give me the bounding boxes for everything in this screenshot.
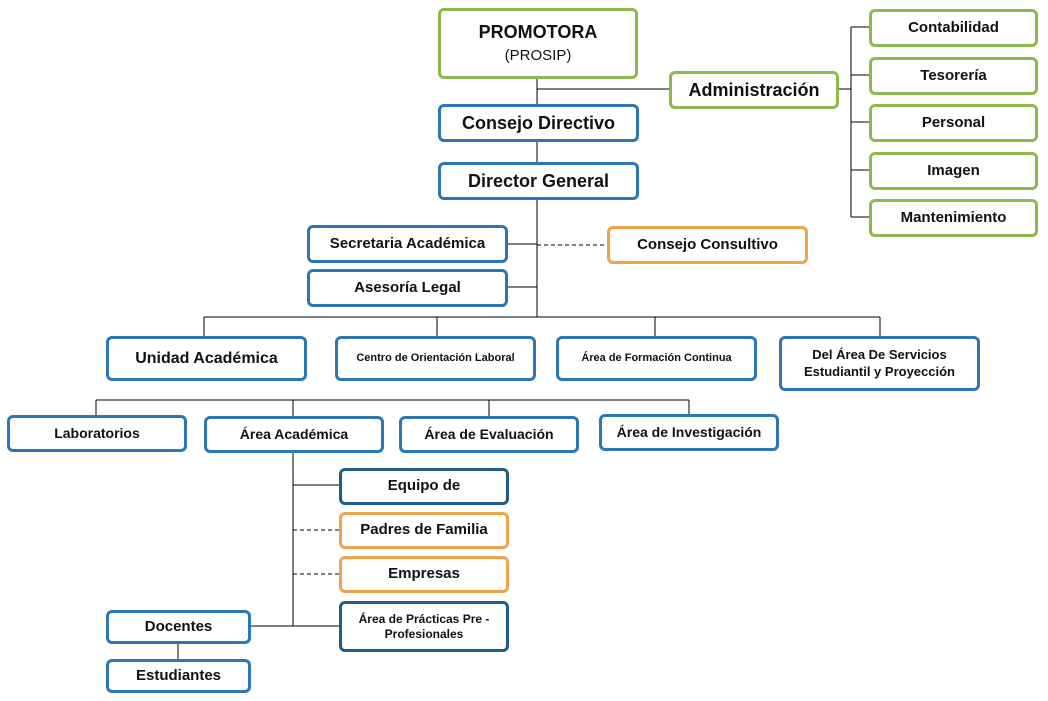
area-formacion-continua-box: Área de Formación Continua xyxy=(556,336,757,381)
consejo-consultivo-box: Consejo Consultivo xyxy=(607,226,808,264)
estudiantes-box: Estudiantes xyxy=(106,659,251,693)
empresas-box: Empresas xyxy=(339,556,509,593)
director-general-box: Director General xyxy=(438,162,639,200)
area-investigacion-box: Área de Investigación xyxy=(599,414,779,451)
personal-box: Personal xyxy=(869,104,1038,142)
area-evaluacion-box: Área de Evaluación xyxy=(399,416,579,453)
area-practicas-box: Área de Prácticas Pre - Profesionales xyxy=(339,601,509,652)
area-academica-box: Área Académica xyxy=(204,416,384,453)
consejo-directivo-box: Consejo Directivo xyxy=(438,104,639,142)
tesoreria-box: Tesorería xyxy=(869,57,1038,95)
promotora-box: PROMOTORA (PROSIP) xyxy=(438,8,638,79)
promotora-subtitle: (PROSIP) xyxy=(504,47,572,65)
equipo-de-box: Equipo de xyxy=(339,468,509,505)
laboratorios-box: Laboratorios xyxy=(7,415,187,452)
docentes-box: Docentes xyxy=(106,610,251,644)
promotora-title: PROMOTORA xyxy=(478,21,598,42)
secretaria-academica-box: Secretaria Académica xyxy=(307,225,508,263)
unidad-academica-box: Unidad Académica xyxy=(106,336,307,381)
padres-familia-box: Padres de Familia xyxy=(339,512,509,549)
imagen-box: Imagen xyxy=(869,152,1038,190)
centro-orientacion-laboral-box: Centro de Orientación Laboral xyxy=(335,336,536,381)
area-servicios-estudiantil-box: Del Área De Servicios Estudiantil y Proy… xyxy=(779,336,980,391)
contabilidad-box: Contabilidad xyxy=(869,9,1038,47)
mantenimiento-box: Mantenimiento xyxy=(869,199,1038,237)
asesoria-legal-box: Asesoría Legal xyxy=(307,269,508,307)
administracion-box: Administración xyxy=(669,71,839,109)
